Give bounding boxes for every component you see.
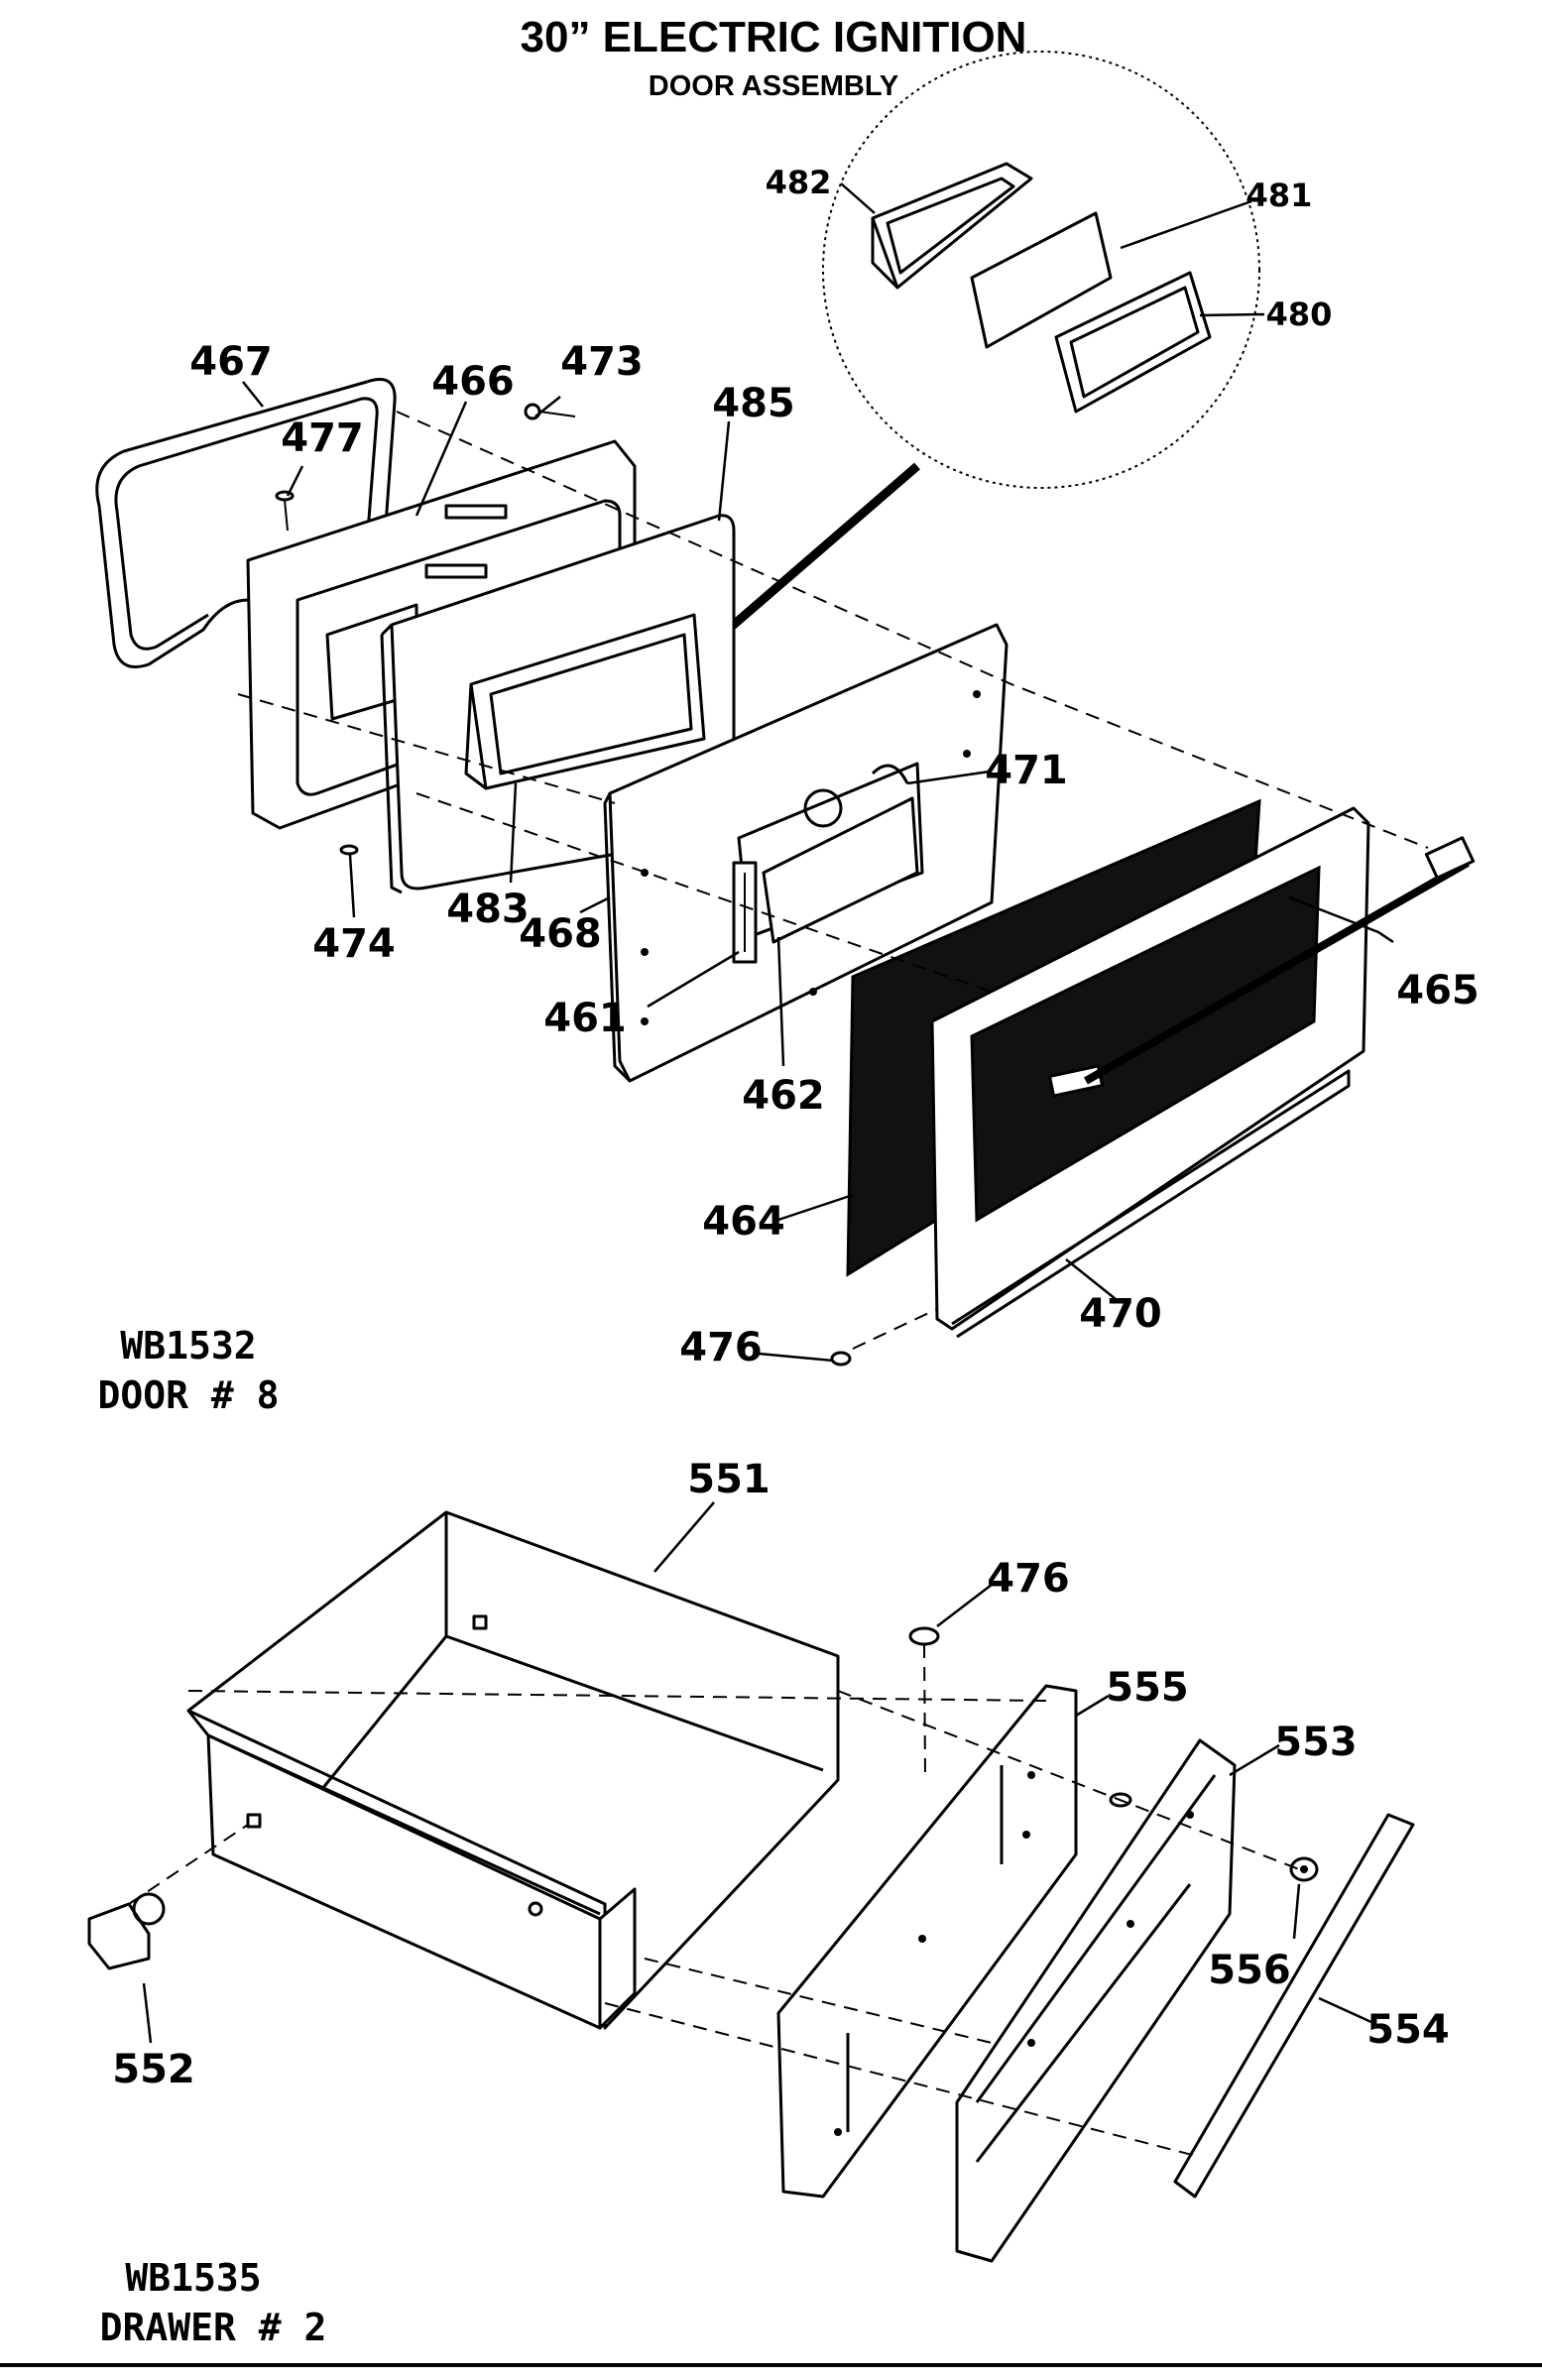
callout-476-door: 476 [679,1325,763,1370]
part-467-door-gasket [95,378,397,668]
part-473-screw [524,403,576,420]
callout-556: 556 [1208,1948,1291,1993]
callout-473: 473 [560,339,644,385]
part-461-door-hinge [732,861,758,964]
callout-465: 465 [1396,968,1480,1013]
part-476-screw [830,1351,852,1367]
panel-mounting-holes [641,690,981,1025]
part-553-drawer-front [955,1738,1237,2263]
part-483-door-window [464,613,706,790]
callout-553: 553 [1274,1720,1358,1765]
callout-476-drawer: 476 [987,1556,1070,1602]
door-model-number: WB1532 [120,1324,256,1368]
part-476-screw-drawer [908,1626,1132,1808]
part-462-window-glass [762,796,919,944]
callout-481: 481 [1246,177,1313,214]
callout-554: 554 [1366,2007,1450,2053]
callout-555: 555 [1106,1665,1189,1711]
part-477-screw [275,490,295,532]
part-551-drawer-body [186,1510,840,2030]
callout-480: 480 [1266,296,1333,333]
part-465-door-handle [1084,836,1476,1085]
part-556-spacer [1289,1856,1319,1882]
part-481-window-glass [970,211,1113,349]
callout-467: 467 [189,339,273,385]
callout-551: 551 [687,1457,771,1502]
callout-474: 474 [312,921,396,967]
door-assembly-name: DOOR # 8 [97,1373,279,1417]
callout-461: 461 [543,996,627,1041]
drawer-assembly: 551 476 555 553 556 554 552 WB1535 DRAWE… [87,1457,1450,2349]
callout-466: 466 [431,359,515,405]
callout-552: 552 [112,2047,195,2092]
drawer-model-number: WB1535 [125,2256,261,2300]
part-480-window-gasket [1054,271,1212,414]
page-title: 30” ELECTRIC IGNITION [521,13,1027,61]
part-555-drawer-front-inner [776,1684,1078,2199]
callout-485: 485 [712,381,795,426]
part-552-drawer-roller [87,1892,166,1970]
part-474-screw [339,844,359,856]
drawer-assembly-name: DRAWER # 2 [100,2306,327,2349]
callout-471: 471 [985,748,1068,793]
page-subtitle: DOOR ASSEMBLY [649,70,898,102]
door-assembly: 467 466 473 485 477 482 481 480 471 474 … [95,51,1480,1417]
part-482-window-gasket [871,162,1033,290]
callout-464: 464 [702,1199,785,1245]
callout-468: 468 [519,911,602,957]
callout-483: 483 [446,887,530,932]
part-554-drawer-trim [1173,1813,1415,2199]
part-471-window-clip [871,764,909,784]
callout-470: 470 [1079,1291,1162,1337]
callout-482: 482 [766,164,832,201]
callout-477: 477 [281,416,364,461]
window-detail-magnifier [696,51,1260,658]
callout-462: 462 [742,1073,825,1119]
